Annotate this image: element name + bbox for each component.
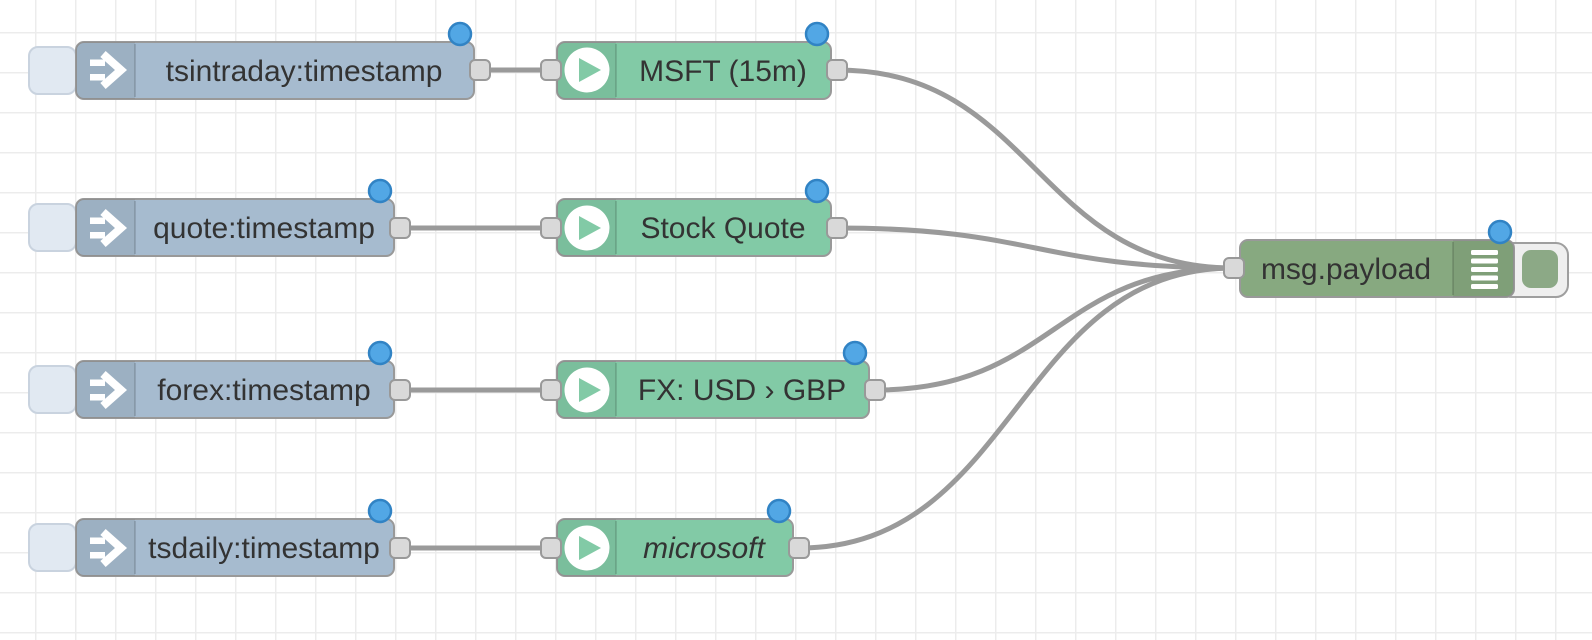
node-debug-msg-payload[interactable]: msg.payload — [1223, 219, 1569, 298]
wire-msft-to-debug[interactable] — [834, 67, 1237, 271]
node-label: msg.payload — [1261, 253, 1431, 286]
inject-trigger-button[interactable] — [28, 203, 77, 252]
changed-indicator-dot — [804, 178, 830, 204]
icon-region — [76, 361, 135, 418]
inject-arrow-icon — [90, 529, 128, 567]
node-label: Stock Quote — [640, 212, 805, 245]
node-label: forex:timestamp — [157, 374, 370, 407]
changed-indicator-dot — [766, 498, 792, 524]
output-port[interactable] — [469, 59, 491, 81]
icon-region — [76, 199, 135, 256]
play-icon — [564, 205, 610, 251]
node-label: microsoft — [643, 532, 766, 565]
node-microsoft[interactable]: microsoft — [540, 498, 810, 577]
changed-indicator-dot — [367, 498, 393, 524]
node-label: quote:timestamp — [153, 212, 375, 245]
inject-arrow-icon — [90, 51, 128, 89]
output-port[interactable] — [389, 379, 411, 401]
node-msft-15m[interactable]: MSFT (15m) — [540, 21, 848, 100]
node-inject-tsdaily[interactable]: tsdaily:timestamp — [28, 498, 411, 577]
output-port[interactable] — [826, 217, 848, 239]
icon-region — [76, 42, 135, 99]
play-icon — [564, 367, 610, 413]
node-label: tsintraday:timestamp — [166, 55, 443, 88]
node-label: FX: USD › GBP — [638, 374, 846, 407]
inject-trigger-button[interactable] — [28, 365, 77, 414]
node-inject-quote[interactable]: quote:timestamp — [28, 178, 411, 257]
input-port[interactable] — [540, 59, 562, 81]
output-port[interactable] — [389, 217, 411, 239]
wire-microsoft-to-debug[interactable] — [796, 265, 1237, 551]
node-label: tsdaily:timestamp — [148, 532, 380, 565]
changed-indicator-dot — [842, 340, 868, 366]
output-port[interactable] — [864, 379, 886, 401]
inject-arrow-icon — [90, 209, 128, 247]
icon-region — [76, 519, 135, 576]
input-port[interactable] — [540, 537, 562, 559]
node-stock-quote[interactable]: Stock Quote — [540, 178, 848, 257]
inject-trigger-button[interactable] — [28, 523, 77, 572]
changed-indicator-dot — [367, 340, 393, 366]
inject-trigger-button[interactable] — [28, 46, 77, 95]
inject-arrow-icon — [90, 371, 128, 409]
wire-fx-to-debug[interactable] — [872, 265, 1237, 393]
wires — [397, 67, 1237, 551]
node-fx-usd-gbp[interactable]: FX: USD › GBP — [540, 340, 886, 419]
output-port[interactable] — [826, 59, 848, 81]
wire-stockquote-to-debug[interactable] — [834, 225, 1237, 271]
input-port[interactable] — [1223, 257, 1245, 279]
debug-toggle-state[interactable] — [1522, 250, 1558, 288]
changed-indicator-dot — [367, 178, 393, 204]
changed-indicator-dot — [804, 21, 830, 47]
changed-indicator-dot — [447, 21, 473, 47]
node-inject-forex[interactable]: forex:timestamp — [28, 340, 411, 419]
node-label: MSFT (15m) — [639, 55, 807, 88]
node-inject-tsintraday[interactable]: tsintraday:timestamp — [28, 21, 491, 100]
input-port[interactable] — [540, 379, 562, 401]
play-icon — [564, 47, 610, 93]
output-port[interactable] — [389, 537, 411, 559]
debug-list-icon — [1471, 250, 1498, 289]
input-port[interactable] — [540, 217, 562, 239]
play-icon — [564, 525, 610, 571]
changed-indicator-dot — [1487, 219, 1513, 245]
output-port[interactable] — [788, 537, 810, 559]
